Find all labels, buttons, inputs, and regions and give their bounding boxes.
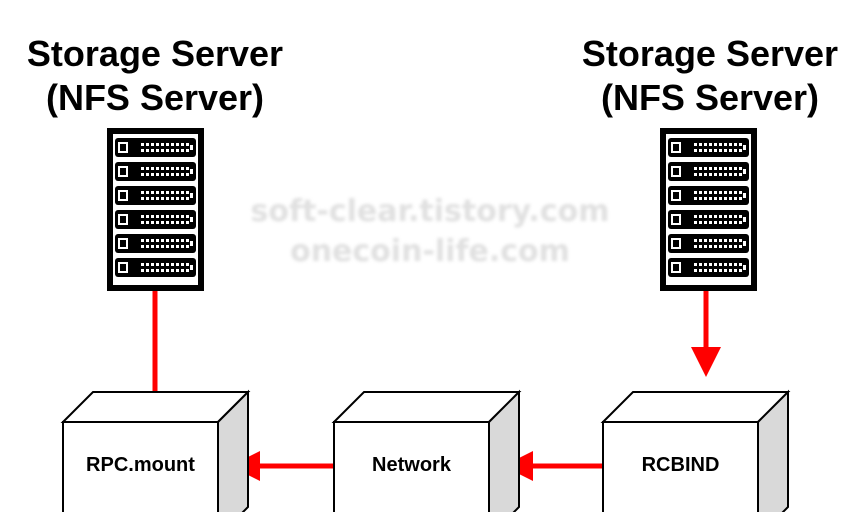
rack-unit: [668, 234, 749, 253]
left-server-title-line1: Storage Server: [26, 33, 284, 74]
right-server-title-line2: (NFS Server): [600, 77, 820, 118]
left-server-title: Storage Server (NFS Server): [10, 32, 300, 120]
rack-unit: [668, 162, 749, 181]
rcbind-label: RCBIND: [641, 454, 720, 476]
rack-unit: [668, 258, 749, 277]
rack-unit: [115, 186, 196, 205]
rpc-mount-label: RPC.mount: [86, 454, 195, 476]
rack-unit: [115, 234, 196, 253]
rack-unit: [115, 210, 196, 229]
rack-unit: [115, 258, 196, 277]
left-server-title-line2: (NFS Server): [45, 77, 265, 118]
right-server-title-line1: Storage Server: [581, 33, 839, 74]
network-box: [331, 389, 522, 512]
rack-unit: [668, 210, 749, 229]
watermark-line2: onecoin-life.com: [290, 234, 570, 269]
network-label: Network: [372, 454, 451, 476]
watermark-line1: soft-clear.tistory.com: [250, 194, 610, 229]
left-server-rack-icon: [107, 128, 204, 291]
watermark: soft-clear.tistory.com onecoin-life.com: [240, 192, 620, 272]
rack-unit: [668, 138, 749, 157]
rack-unit: [115, 162, 196, 181]
rack-unit: [668, 186, 749, 205]
rpc-mount-box: [60, 389, 251, 512]
right-server-title: Storage Server (NFS Server): [565, 32, 855, 120]
right-server-rack-icon: [660, 128, 757, 291]
rcbind-box: [600, 389, 791, 512]
rack-unit: [115, 138, 196, 157]
